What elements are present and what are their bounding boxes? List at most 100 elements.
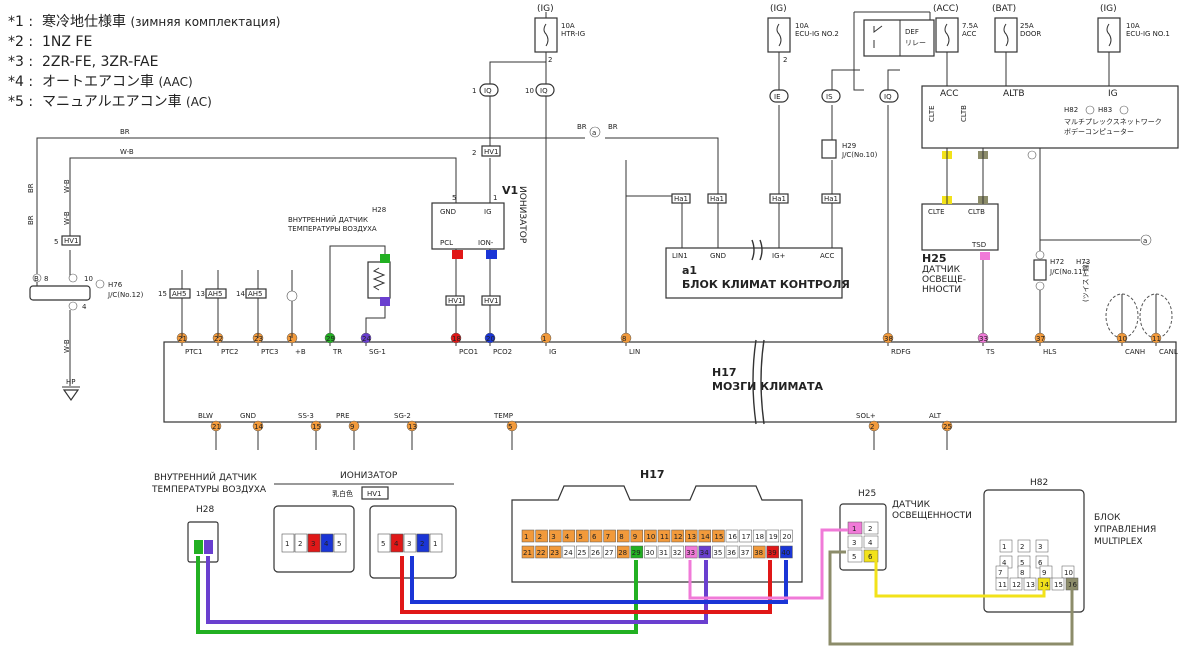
svg-text:CLTB: CLTB xyxy=(960,105,968,122)
svg-text:Ha1: Ha1 xyxy=(710,195,724,203)
h17-bottom-pins: 21BLW14GND15SS-39PRE13SG-25TEMP2SOL+25AL… xyxy=(198,412,953,450)
svg-text:4: 4 xyxy=(82,303,87,311)
h17-connector-pin xyxy=(535,545,548,559)
colored-wires xyxy=(196,528,1074,646)
h17-connector-pin xyxy=(766,529,780,543)
h25-connector-pin-number: 3 xyxy=(852,539,856,547)
h17-pin-pad xyxy=(406,420,418,432)
ionizer-b-pin-number: 5 xyxy=(381,540,385,548)
svg-text:LIN1: LIN1 xyxy=(672,252,688,260)
h17-connector-pin-number: 14 xyxy=(701,533,710,541)
h17-pin-label: SS-3 xyxy=(298,412,314,420)
h17-connector-pin-number: 8 xyxy=(619,533,623,541)
svg-text:DEF: DEF xyxy=(905,28,919,36)
h17-pin-label: PTC2 xyxy=(221,348,238,356)
h82-connector-pin-number: 9 xyxy=(1042,569,1046,577)
h17-pin-pad xyxy=(868,420,880,432)
h17-connector-pin-number: 2 xyxy=(538,533,542,541)
h17-connector-pin-number: 34 xyxy=(700,549,709,557)
svg-text:H29: H29 xyxy=(842,142,856,150)
h17-connector-pin-number: 27 xyxy=(605,549,614,557)
svg-text:J/C(No.10): J/C(No.10) xyxy=(841,151,878,159)
h17-connector-pin-number: 6 xyxy=(592,533,597,541)
svg-text:IG: IG xyxy=(484,208,492,216)
h17-connector-pin xyxy=(739,545,752,559)
h17-pin-pad xyxy=(484,332,496,344)
svg-text:10: 10 xyxy=(525,87,534,95)
ionizer-b-pin xyxy=(429,533,443,553)
ionizer-b-pin xyxy=(416,533,430,553)
h17-pin-pad xyxy=(450,332,462,344)
multiplex-body-ecu: ACC ALTB IG H82 H83 マルチプレックスネットワーク ボデーコン… xyxy=(921,85,1179,149)
legend: *1 :寒冷地仕様車 (зимняя комплектация) *2 :1NZ… xyxy=(8,12,280,112)
h17-climate-ecu: H17 МОЗГИ КЛИМАТА xyxy=(163,339,1177,425)
svg-text:H25: H25 xyxy=(858,489,876,499)
h82-connector-pin xyxy=(995,577,1009,591)
svg-text:H82: H82 xyxy=(1030,478,1048,488)
fuse-htr-ig: (IG) 10A HTR-IG 2 xyxy=(534,4,585,64)
h17-connector-pin xyxy=(589,545,603,559)
h17-connector-pin xyxy=(780,529,793,543)
h17-pin-label: SG-1 xyxy=(369,348,386,356)
svg-text:(IG): (IG) xyxy=(537,4,554,14)
h17-pin-label: TR xyxy=(332,348,342,356)
svg-text:H83: H83 xyxy=(1098,106,1112,114)
svg-text:a1: a1 xyxy=(682,264,697,277)
bottom-h17-label: H17 xyxy=(640,468,665,481)
svg-text:H25: H25 xyxy=(922,252,947,265)
h17-connector-pin xyxy=(603,545,616,559)
svg-text:(BAT): (BAT) xyxy=(992,4,1016,14)
h17-connector-pin-number: 28 xyxy=(618,549,627,557)
svg-text:5: 5 xyxy=(54,238,58,246)
h17-connector-pin xyxy=(698,529,712,543)
ionizer-a-pin xyxy=(320,533,334,553)
h17-connector-pin xyxy=(671,545,684,559)
h17-pin-pad xyxy=(941,420,953,432)
svg-text:ТЕМПЕРАТУРЫ ВОЗДУХА: ТЕМПЕРАТУРЫ ВОЗДУХА xyxy=(151,485,267,495)
h17-connector-pin xyxy=(521,529,535,543)
h17-pin-number: 13 xyxy=(408,423,417,431)
svg-text:CLTE: CLTE xyxy=(928,208,945,216)
h82-connector-pin-number: 11 xyxy=(998,581,1007,589)
h82-connector-pin-number: 16 xyxy=(1068,581,1077,589)
svg-text:AH5: AH5 xyxy=(248,290,263,298)
h17-pin-label: SG-2 xyxy=(394,412,411,420)
h17-pin-number: 38 xyxy=(884,335,893,343)
h17-pin-label: CANL xyxy=(1159,348,1178,356)
h17-pin-number: 29 xyxy=(326,335,335,343)
svg-text:7.5A: 7.5A xyxy=(962,22,978,30)
h17-connector-pin-number: 37 xyxy=(741,549,750,557)
h17-connector-pin xyxy=(712,545,725,559)
h17-pin-number: 15 xyxy=(312,423,321,431)
svg-text:УПРАВЛЕНИЯ: УПРАВЛЕНИЯ xyxy=(1094,525,1156,535)
h17-connector-pin xyxy=(616,545,630,559)
fuse-acc: (ACC) 7.5A ACC xyxy=(933,4,978,53)
svg-text:BR: BR xyxy=(27,215,35,225)
svg-text:AH5: AH5 xyxy=(208,290,223,298)
h17-pin-label: PCO1 xyxy=(459,348,478,356)
ah5-connectors: AH5 AH5 AH5 15 13 14 xyxy=(158,270,298,338)
ionizer-b-pin xyxy=(377,533,391,553)
h17-pin-number: 33 xyxy=(979,335,988,343)
h17-pin-number: 9 xyxy=(350,423,354,431)
h17-connector-pin-number: 9 xyxy=(633,533,637,541)
ionizer-a-pin-number: 5 xyxy=(337,540,341,548)
h17-connector-pin-number: 16 xyxy=(728,533,737,541)
svg-text:2: 2 xyxy=(548,56,552,64)
svg-text:V1: V1 xyxy=(502,184,518,197)
svg-text:14: 14 xyxy=(236,290,245,298)
h17-connector-pin xyxy=(684,545,698,559)
h17-pin-number: 22 xyxy=(214,335,223,343)
h17-pin-label: +B xyxy=(295,348,306,356)
svg-text:HTR-IG: HTR-IG xyxy=(561,30,585,38)
h17-connector-pin-number: 32 xyxy=(673,549,682,557)
svg-text:BR: BR xyxy=(577,123,587,131)
svg-text:ННОСТИ: ННОСТИ xyxy=(922,285,961,295)
h17-pin-label: TS xyxy=(985,348,995,356)
h28-temp-sensor: H28 ВНУТРЕННИЙ ДАТЧИК ТЕМПЕРАТУРЫ ВОЗДУХ… xyxy=(287,206,391,338)
svg-text:10A: 10A xyxy=(795,22,809,30)
h82-connector-pin xyxy=(1051,577,1065,591)
h82-connector-pin xyxy=(1009,577,1023,591)
